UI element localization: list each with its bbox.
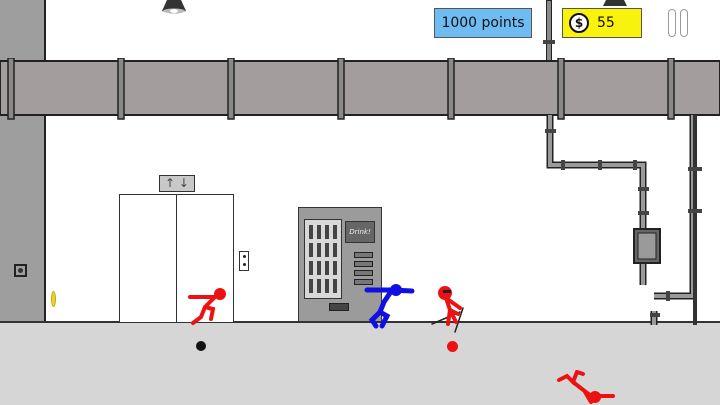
vending-slot — [329, 303, 349, 311]
shadow-dot — [196, 341, 206, 351]
points-label: 1000 points — [441, 15, 525, 31]
blue-stickman-player[interactable] — [362, 282, 417, 330]
elevator-call-button[interactable] — [239, 251, 249, 271]
vertical-pipe-top — [546, 0, 552, 62]
ceiling-lamp-icon — [162, 0, 186, 14]
enemy-marker-dot — [447, 341, 458, 352]
coins-counter: $ 55 — [562, 8, 642, 38]
elevator-door-right — [176, 194, 234, 322]
air-duct — [0, 58, 720, 120]
ceiling-lamp-right-icon — [603, 0, 627, 6]
wall-switch — [14, 264, 27, 277]
red-ninja-stickman[interactable] — [430, 284, 475, 334]
gold-coin-icon[interactable] — [51, 291, 56, 307]
dollar-coin-icon: $ — [569, 13, 589, 33]
vending-buttons[interactable] — [354, 252, 373, 285]
red-stickman-elevator[interactable] — [185, 285, 230, 327]
wall-pipes — [545, 115, 702, 325]
vending-window — [304, 219, 342, 299]
points-counter: 1000 points — [434, 8, 532, 38]
pause-icon — [668, 9, 676, 37]
red-stickman-fallen[interactable] — [555, 370, 620, 405]
vending-sign: Drink! — [345, 221, 375, 243]
elevator-door-left — [119, 194, 177, 322]
elevator-indicator: ↑ ↓ — [159, 175, 195, 192]
pause-icon-bar — [680, 9, 688, 37]
floor — [0, 321, 720, 405]
coins-value: 55 — [597, 15, 615, 31]
pipe-flange — [543, 40, 555, 44]
pause-button[interactable] — [668, 9, 692, 37]
